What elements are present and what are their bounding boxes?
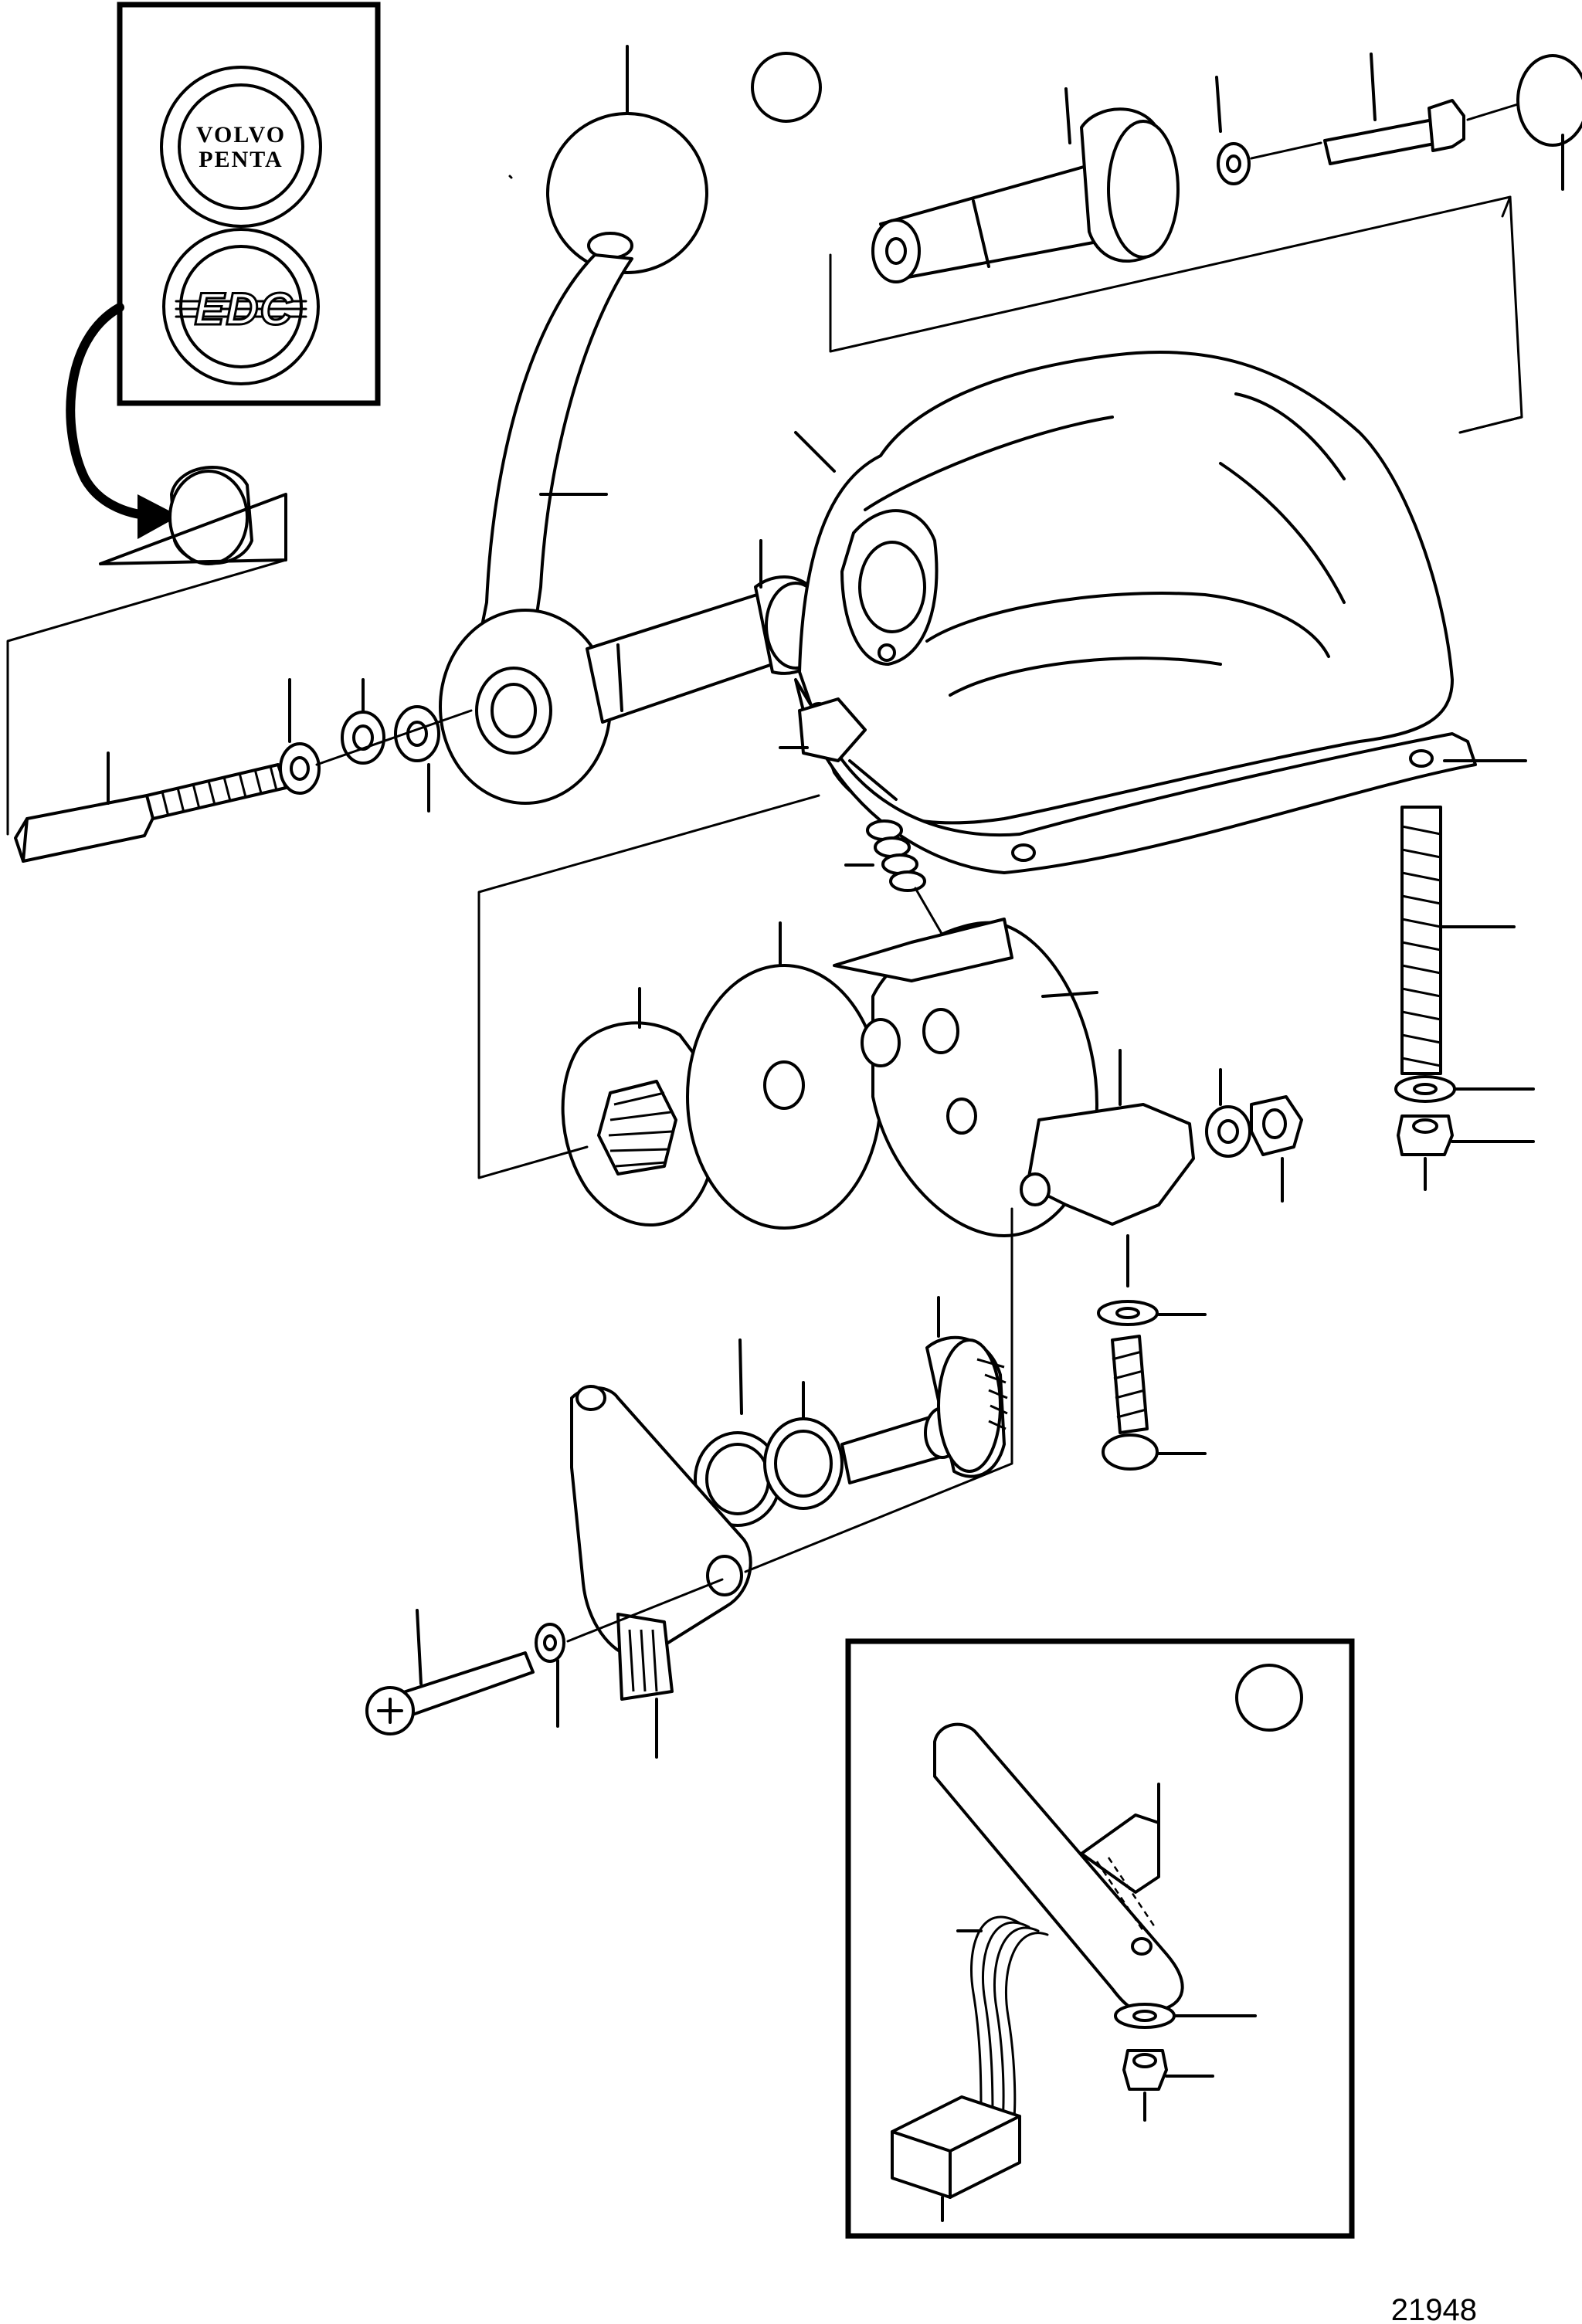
emblem-cap (99, 466, 287, 565)
long-bolt-assembly (1394, 759, 1535, 1191)
edc-emblem-text: EDC (195, 284, 294, 334)
gear-disc-assembly (477, 794, 1303, 1471)
sensor-assembly (365, 1207, 1013, 1759)
figure-reference-number: 21948 (1391, 2293, 1477, 2324)
top-shaft-assembly (829, 53, 1582, 353)
reference-circle-a (751, 52, 822, 123)
logo-inset: VOLVO PENTA EDC (117, 2, 381, 406)
inset-pointer-arrow (66, 303, 179, 539)
penta-emblem-text: PENTA (199, 147, 283, 172)
edc-emblem: EDC (162, 228, 320, 385)
harness-inset (845, 1638, 1355, 2239)
reference-circle-b (1235, 1664, 1303, 1732)
stray-mark (508, 175, 513, 179)
control-lever (439, 45, 829, 805)
volvo-emblem-text: VOLVO (196, 122, 286, 148)
control-housing (794, 195, 1523, 874)
volvo-penta-emblem: VOLVO PENTA (160, 66, 322, 228)
hex-bolt-assembly (6, 558, 473, 863)
